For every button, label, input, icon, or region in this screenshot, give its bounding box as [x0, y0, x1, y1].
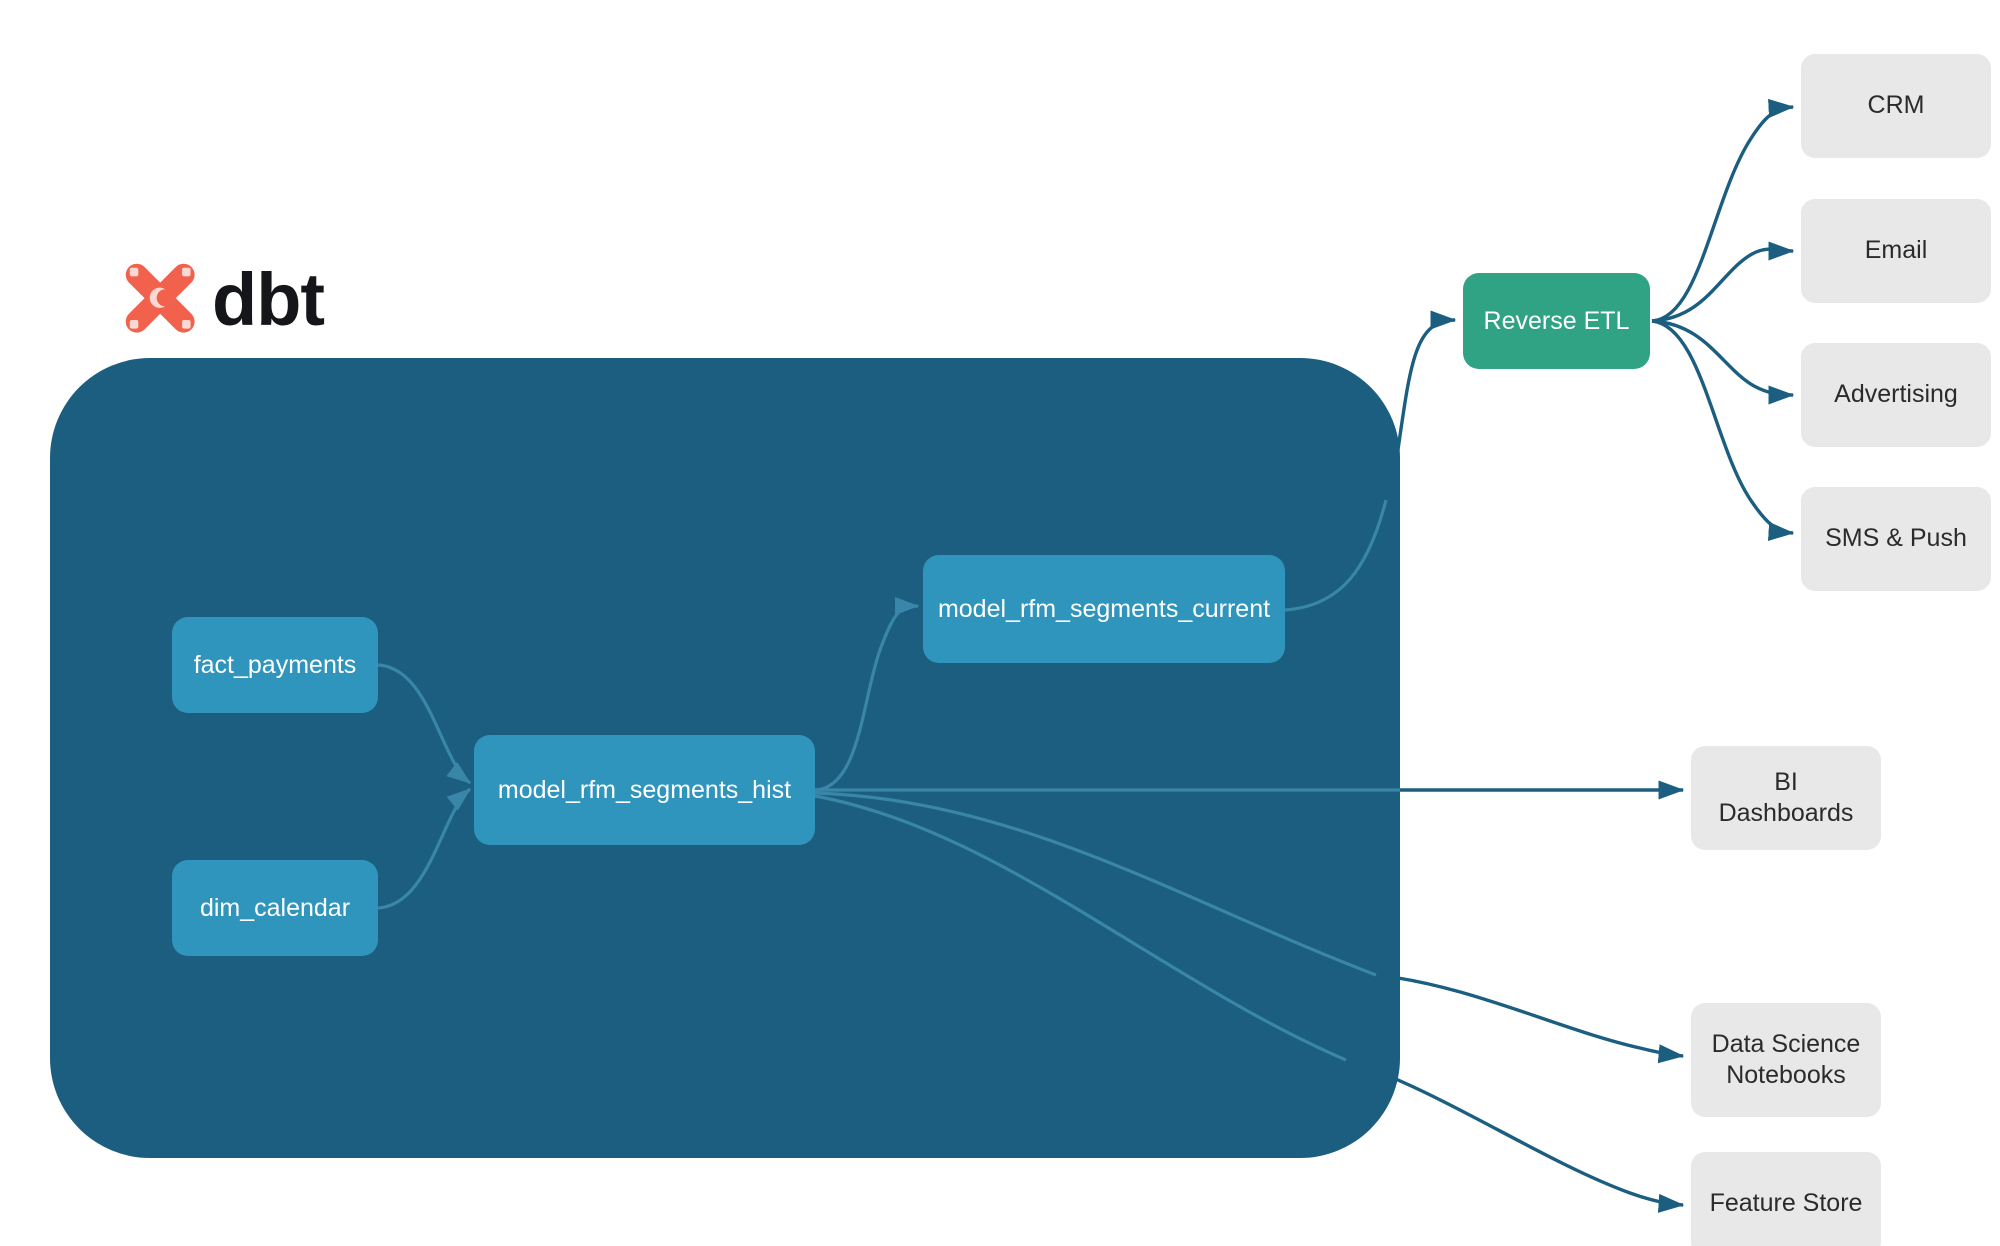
ds-notebooks-line-1: Data Science [1711, 1029, 1861, 1058]
node-email[interactable]: Email [1801, 199, 1991, 303]
dbt-logo-icon [120, 258, 198, 341]
edge-reverse-etl-to-email [1651, 241, 1795, 323]
edge-reverse-etl-to-advertising [1651, 319, 1795, 405]
dbt-logo: dbt [120, 257, 325, 341]
ds-notebooks-line-2: Notebooks [1726, 1061, 1846, 1089]
node-fact-payments[interactable]: fact_payments [172, 617, 378, 713]
node-bi-dashboards[interactable]: BI Dashboards [1691, 746, 1881, 850]
node-crm[interactable]: CRM [1801, 54, 1991, 158]
node-data-science-notebooks[interactable]: Data Science Notebooks [1691, 1003, 1881, 1117]
edge-hist-to-ds-notebooks [1375, 973, 1685, 1064]
edge-reverse-etl-to-sms-push [1651, 319, 1795, 541]
node-sms-push[interactable]: SMS & Push [1801, 487, 1991, 591]
dbt-wordmark: dbt [212, 257, 325, 341]
edge-reverse-etl-to-crm [1651, 98, 1795, 323]
node-model-rfm-segments-current[interactable]: model_rfm_segments_current [923, 555, 1285, 663]
node-feature-store[interactable]: Feature Store [1691, 1152, 1881, 1246]
node-dim-calendar[interactable]: dim_calendar [172, 860, 378, 956]
node-model-rfm-segments-hist[interactable]: model_rfm_segments_hist [474, 735, 815, 845]
node-advertising[interactable]: Advertising [1801, 343, 1991, 447]
node-reverse-etl[interactable]: Reverse ETL [1463, 273, 1650, 369]
